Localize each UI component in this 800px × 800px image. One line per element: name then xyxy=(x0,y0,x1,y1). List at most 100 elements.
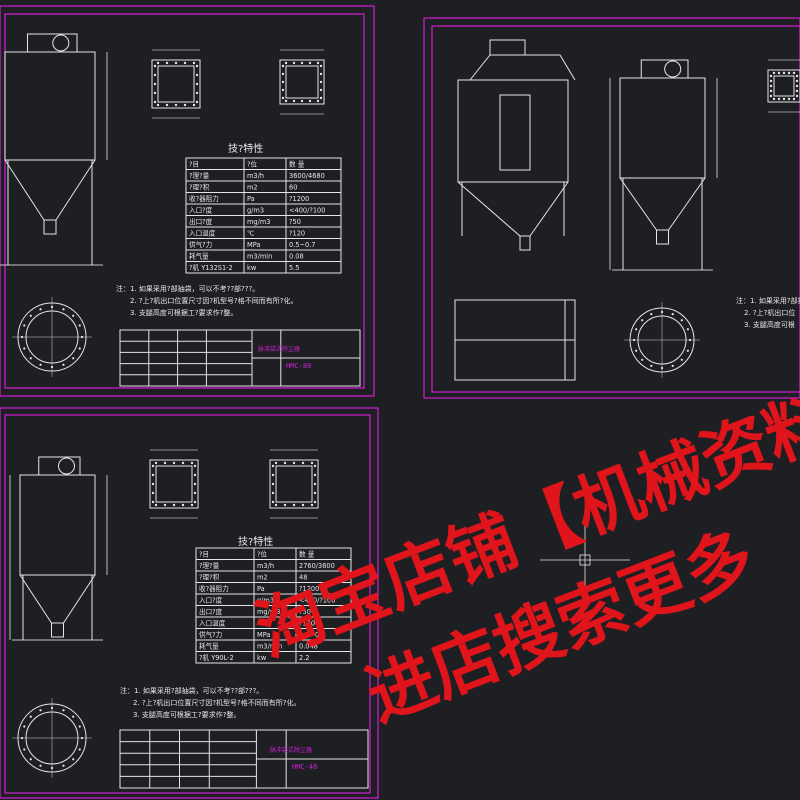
bolt-hole xyxy=(671,364,674,367)
table-cell: ?目 xyxy=(199,551,209,559)
bolt-hole xyxy=(181,461,185,465)
table-cell: 3600/4680 xyxy=(289,172,325,180)
bolt-hole xyxy=(769,84,773,88)
bolt-hole xyxy=(193,491,197,495)
bolt-hole xyxy=(283,461,287,465)
bolt-hole xyxy=(782,71,786,75)
table-cell: g/m3 xyxy=(247,207,264,215)
collector-body xyxy=(4,51,96,161)
drawing-number: HMC-80 xyxy=(286,362,311,370)
bolt-hole xyxy=(193,500,197,504)
table-cell: 供气?力 xyxy=(199,630,222,639)
fan-housing xyxy=(27,33,78,53)
bolt-hole xyxy=(795,79,799,83)
spec-title: 技?特性 xyxy=(228,142,263,155)
collector-elevation xyxy=(9,456,108,641)
table-cell: ?位 xyxy=(257,550,267,559)
flange-outer xyxy=(149,459,199,509)
discharge-round-flange xyxy=(12,698,92,778)
table-cell: <400/?100 xyxy=(289,207,325,215)
table-cell: 0.048 xyxy=(299,643,318,651)
bolt-hole xyxy=(271,482,275,486)
table-cell: MPa xyxy=(247,241,260,249)
bolt-hole xyxy=(641,358,644,361)
sheet-inner-frame xyxy=(4,414,371,794)
bolt-hole xyxy=(195,64,199,68)
bolt-hole xyxy=(165,61,169,65)
discharge-round-flange xyxy=(624,302,700,378)
table-cell: 60 xyxy=(289,184,297,192)
bolt-hole xyxy=(300,99,304,103)
table-cell: m3/h xyxy=(257,562,274,570)
bolt-hole xyxy=(39,308,42,311)
bolt-hole xyxy=(769,89,773,93)
bolt-hole xyxy=(686,328,689,331)
inspection-door xyxy=(499,94,531,171)
bolt-hole xyxy=(316,61,320,65)
hopper-edge xyxy=(457,181,521,237)
bolt-hole xyxy=(72,758,75,761)
table-cell: g/m3 xyxy=(257,597,274,605)
bolt-hole xyxy=(72,357,75,360)
bolt-hole xyxy=(795,94,799,98)
note-line: 2. ?上?机出口位置尺寸因?机型号?格不同而有所?化。 xyxy=(133,698,300,707)
table-cell: MPa xyxy=(257,631,270,639)
table-cell: 数 量 xyxy=(289,160,305,169)
table-cell: ?目 xyxy=(189,161,199,169)
bolt-hole xyxy=(301,461,305,465)
table-cell: ?机 Y132S1-2 xyxy=(189,263,233,272)
collector-elevation xyxy=(0,33,108,266)
fan-wheel xyxy=(58,457,75,475)
bolt-hole xyxy=(29,314,32,317)
bolt-hole xyxy=(301,503,305,507)
table-cell: 入口?度 xyxy=(189,206,213,215)
bolt-hole xyxy=(635,349,638,352)
top-cover xyxy=(469,54,576,81)
flange-outer xyxy=(269,459,319,509)
bolt-hole xyxy=(795,89,799,93)
collector-elevation xyxy=(609,59,718,271)
bolt-hole xyxy=(29,758,32,761)
bolt-hole xyxy=(313,464,317,468)
note-line: 3. 支腿高度可根据工?要求作?整。 xyxy=(133,710,240,719)
hopper-edge xyxy=(19,574,52,624)
bolt-hole xyxy=(72,314,75,317)
bolt-hole xyxy=(281,72,285,76)
bolt-hole xyxy=(283,503,287,507)
bolt-hole xyxy=(165,103,169,107)
table-cell: 入口温度 xyxy=(189,229,216,238)
sheet-inner-frame xyxy=(4,13,365,389)
bolt-hole xyxy=(769,79,773,83)
bolt-hole xyxy=(62,363,65,366)
table-cell: 2.2 xyxy=(299,654,310,662)
table-cell: m3/min xyxy=(257,643,282,651)
table-cell: ?机 Y90L-2 xyxy=(199,653,234,662)
fan-housing xyxy=(38,456,81,476)
bolt-hole xyxy=(795,84,799,88)
bolt-hole xyxy=(151,491,155,495)
bolt-hole xyxy=(163,461,167,465)
bolt-hole xyxy=(153,73,157,77)
table-cell: ℃ xyxy=(247,230,254,238)
bolt-hole xyxy=(153,64,157,68)
title-name: 脉冲袋式除尘器 xyxy=(270,746,312,754)
flange-inner xyxy=(285,65,319,99)
bolt-hole xyxy=(769,94,773,98)
bolt-hole xyxy=(193,464,197,468)
table-cell: 出口?度 xyxy=(189,217,213,226)
title-name: 脉冲袋式除尘器 xyxy=(258,345,300,353)
flange-inner xyxy=(157,65,195,103)
table-cell: m3/min xyxy=(247,253,272,261)
discharge-outlet xyxy=(519,235,531,251)
bolt-hole xyxy=(274,503,278,507)
fan-wheel xyxy=(664,60,682,78)
bolt-hole xyxy=(300,61,304,65)
note-line: 3. 支腿高度可根 xyxy=(744,320,795,329)
bolt-hole xyxy=(641,319,644,322)
spec-title: 技?特性 xyxy=(238,535,273,548)
bolt-hole xyxy=(29,715,32,718)
bolt-hole xyxy=(271,464,275,468)
table-cell: 收?器阻力 xyxy=(189,194,219,203)
